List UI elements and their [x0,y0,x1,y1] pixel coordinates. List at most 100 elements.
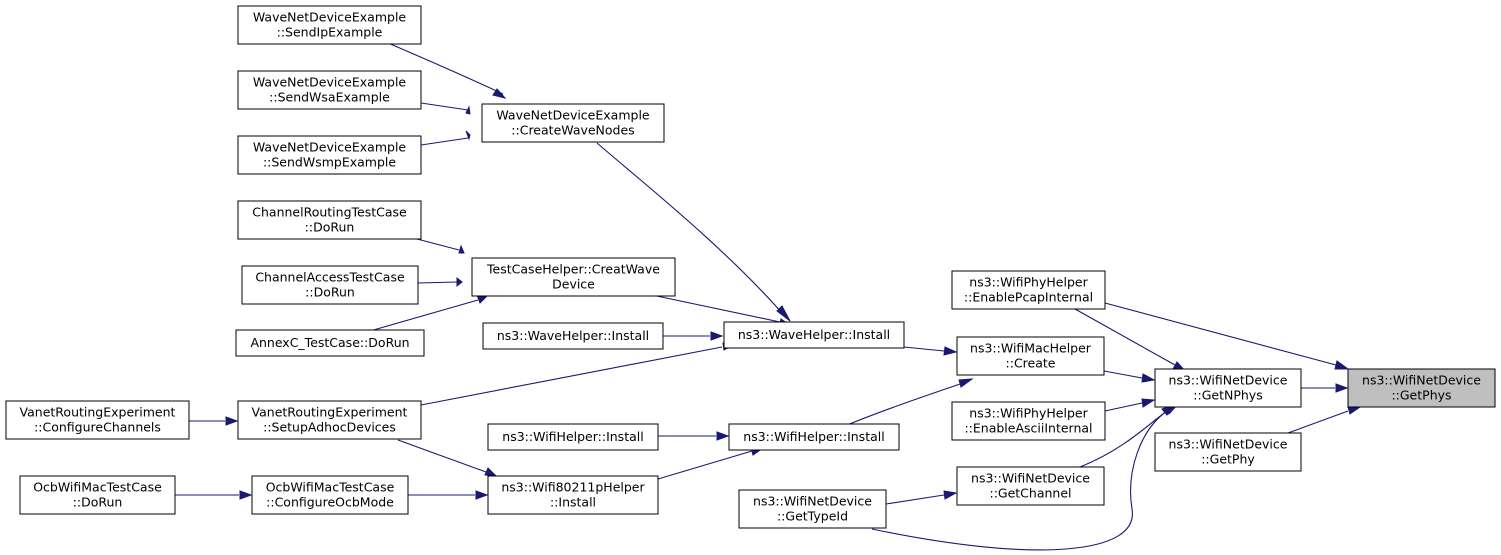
edge-line [885,494,945,505]
node-label-line: ChannelAccessTestCase [255,270,405,285]
edge-sendwsmp-to-createwave [420,130,471,146]
node-box [487,423,659,451]
node-label-line: ::SendWsaExample [269,90,390,105]
nodes-layer: WaveNetDeviceExample::SendIpExampleWaveN… [5,5,1496,529]
node-label-line: WaveNetDeviceExample [253,10,407,25]
edge-getphy-to-getphys [1287,406,1362,434]
node-box [5,400,190,440]
edge-ocbconf-to-wifi80211p [408,490,489,500]
node-label-line: ns3::WifiNetDevice [1169,373,1288,388]
node-label-line: ::EnablePcapInternal [964,290,1093,305]
node-box [237,200,422,240]
node-label-line: ::GetChannel [989,486,1071,501]
node-label-line: ::ConfigureChannels [34,420,161,435]
node-label-line: ChannelRoutingTestCase [252,205,407,220]
node-label-line: TestCaseHelper::CreatWave [486,262,660,277]
node-label-line: ::Install [550,495,596,510]
node-vanetsetup[interactable]: VanetRoutingExperiment::SetupAdhocDevice… [237,400,422,440]
node-label-line: ::Create [1006,356,1056,371]
node-label-line: ::GetNPhys [1193,388,1262,403]
arrowhead-icon [239,490,253,500]
node-wifihelper2[interactable]: ns3::WifiHelper::Install [487,423,659,451]
edge-vanetconf-to-vanetsetup [189,416,239,426]
arrowhead-icon [1335,383,1349,393]
node-label-line: Device [552,277,595,292]
node-pcap[interactable]: ns3::WifiPhyHelper::EnablePcapInternal [951,270,1106,310]
node-sendwsmp[interactable]: WaveNetDeviceExample::SendWsmpExample [237,135,422,175]
node-sendwsa[interactable]: WaveNetDeviceExample::SendWsaExample [237,70,422,110]
node-label-line: ::DoRun [305,285,355,300]
node-wifihelper[interactable]: ns3::WifiHelper::Install [728,423,900,451]
node-box [471,257,676,297]
arrowhead-icon [958,378,974,388]
node-box [956,336,1105,376]
node-getphy[interactable]: ns3::WifiNetDevice::GetPhy [1154,432,1302,472]
node-sendip[interactable]: WaveNetDeviceExample::SendIpExample [237,5,422,45]
edge-line [417,281,459,284]
arrowhead-icon [458,244,465,254]
node-ascii[interactable]: ns3::WifiPhyHelper::EnableAsciiInternal [951,401,1106,441]
node-gettypeid[interactable]: ns3::WifiNetDevice::GetTypeId [738,489,887,529]
node-label-line: ns3::Wifi80211pHelper [501,480,645,495]
node-box [951,270,1106,310]
edge-line [1079,412,1165,468]
node-box [237,135,422,175]
node-chanaccess[interactable]: ChannelAccessTestCase::DoRun [241,265,419,305]
node-label-line: ns3::WaveHelper::Install [497,328,649,343]
node-label-line: VanetRoutingExperiment [252,405,408,420]
edge-wifi80211p-to-wifihelper [657,446,765,480]
edge-machelper-to-getnphys [1103,370,1156,383]
node-getnphys[interactable]: ns3::WifiNetDevice::GetNPhys [1154,368,1302,408]
node-box [1154,432,1302,472]
node-box [1347,368,1496,408]
node-box [1154,368,1302,408]
node-label-line: ::GetTypeId [777,509,848,524]
node-createwave[interactable]: WaveNetDeviceExample::CreateWaveNodes [481,103,665,143]
edge-sendwsa-to-createwave [420,102,471,115]
node-annexc[interactable]: AnnexC_TestCase::DoRun [235,329,425,357]
edge-ascii-to-getnphys [1104,398,1156,412]
edge-line [420,137,469,146]
edge-sendip-to-createwave [387,42,507,99]
edge-line [1104,302,1337,366]
node-label-line: ::SendIpExample [277,25,383,40]
node-box [951,401,1106,441]
edge-line [420,346,723,406]
arrowhead-icon [475,490,489,500]
edge-wavehelper2-to-wavehelper [663,331,724,341]
node-label-line: ::GetPhy [1201,452,1255,467]
node-box [738,489,887,529]
node-label-line: ns3::WifiMacHelper [970,341,1092,356]
node-vanetconf[interactable]: VanetRoutingExperiment::ConfigureChannel… [5,400,190,440]
node-label-line: ::DoRun [305,220,355,235]
edge-line [1074,308,1176,366]
node-machelper[interactable]: ns3::WifiMacHelper::Create [956,336,1105,376]
node-label-line: ::ConfigureOcbMode [266,495,394,510]
node-box [237,70,422,110]
node-box [728,423,900,451]
node-wifi80211p[interactable]: ns3::Wifi80211pHelper::Install [487,475,659,515]
edge-pcap-to-getphys [1104,302,1350,370]
edge-tchelper-to-wavehelper [651,294,790,327]
node-box [956,466,1105,506]
node-ocbdorun[interactable]: OcbWifiMacTestCase::DoRun [19,475,176,515]
edge-line [416,238,460,251]
edge-line [596,142,783,314]
node-getchannel[interactable]: ns3::WifiNetDevice::GetChannel [956,466,1105,506]
node-getphys[interactable]: ns3::WifiNetDevice::GetPhys [1347,368,1496,408]
node-label-line: ::EnableAsciiInternal [964,421,1092,436]
node-chanrouting[interactable]: ChannelRoutingTestCase::DoRun [237,200,422,240]
edge-wifihelper2-to-wifihelper [658,431,730,441]
edge-line [387,42,504,95]
node-box [482,322,664,350]
node-label-line: OcbWifiMacTestCase [266,480,395,495]
node-wavehelper[interactable]: ns3::WaveHelper::Install [723,321,905,349]
node-label-line: ns3::WifiPhyHelper [969,275,1088,290]
node-wavehelper2[interactable]: ns3::WaveHelper::Install [482,322,664,350]
node-ocbconf[interactable]: OcbWifiMacTestCase::ConfigureOcbMode [251,475,409,515]
node-box [237,400,422,440]
arrowhead-icon [710,331,724,341]
arrowhead-icon [465,130,471,141]
node-label-line: ::SetupAdhocDevices [263,420,396,435]
